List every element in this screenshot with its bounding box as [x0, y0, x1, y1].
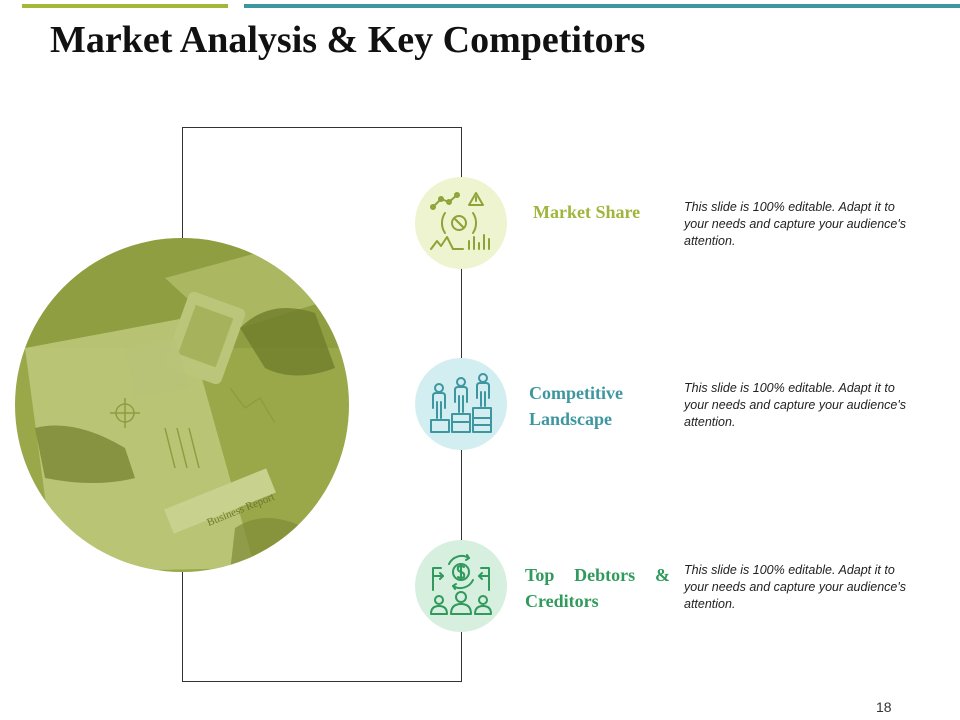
- dollar-exchange-icon: [430, 554, 492, 615]
- slide-title: Market Analysis & Key Competitors: [50, 19, 646, 61]
- competitive-landscape-description: This slide is 100% editable. Adapt it to…: [684, 381, 906, 429]
- top-debtors-creditors-icon-circle: [415, 540, 507, 632]
- market-chart-icon: [430, 192, 490, 250]
- people-podium-icon: [430, 373, 492, 433]
- top-debtors-creditors-heading: Top Debtors & Creditors: [525, 565, 670, 611]
- top-accent-bar-teal: [244, 4, 960, 8]
- market-share-heading: Market Share: [533, 202, 641, 222]
- market-share-icon-circle: [415, 177, 507, 269]
- page-number: 18: [876, 699, 892, 715]
- top-accent-bar-green: [22, 4, 228, 8]
- top-debtors-creditors-description: This slide is 100% editable. Adapt it to…: [684, 563, 906, 611]
- competitive-landscape-icon-circle: [415, 358, 507, 450]
- business-photo: Business Report: [15, 238, 349, 572]
- competitive-landscape-heading: Competitive Landscape: [529, 383, 623, 429]
- market-share-description: This slide is 100% editable. Adapt it to…: [684, 200, 906, 248]
